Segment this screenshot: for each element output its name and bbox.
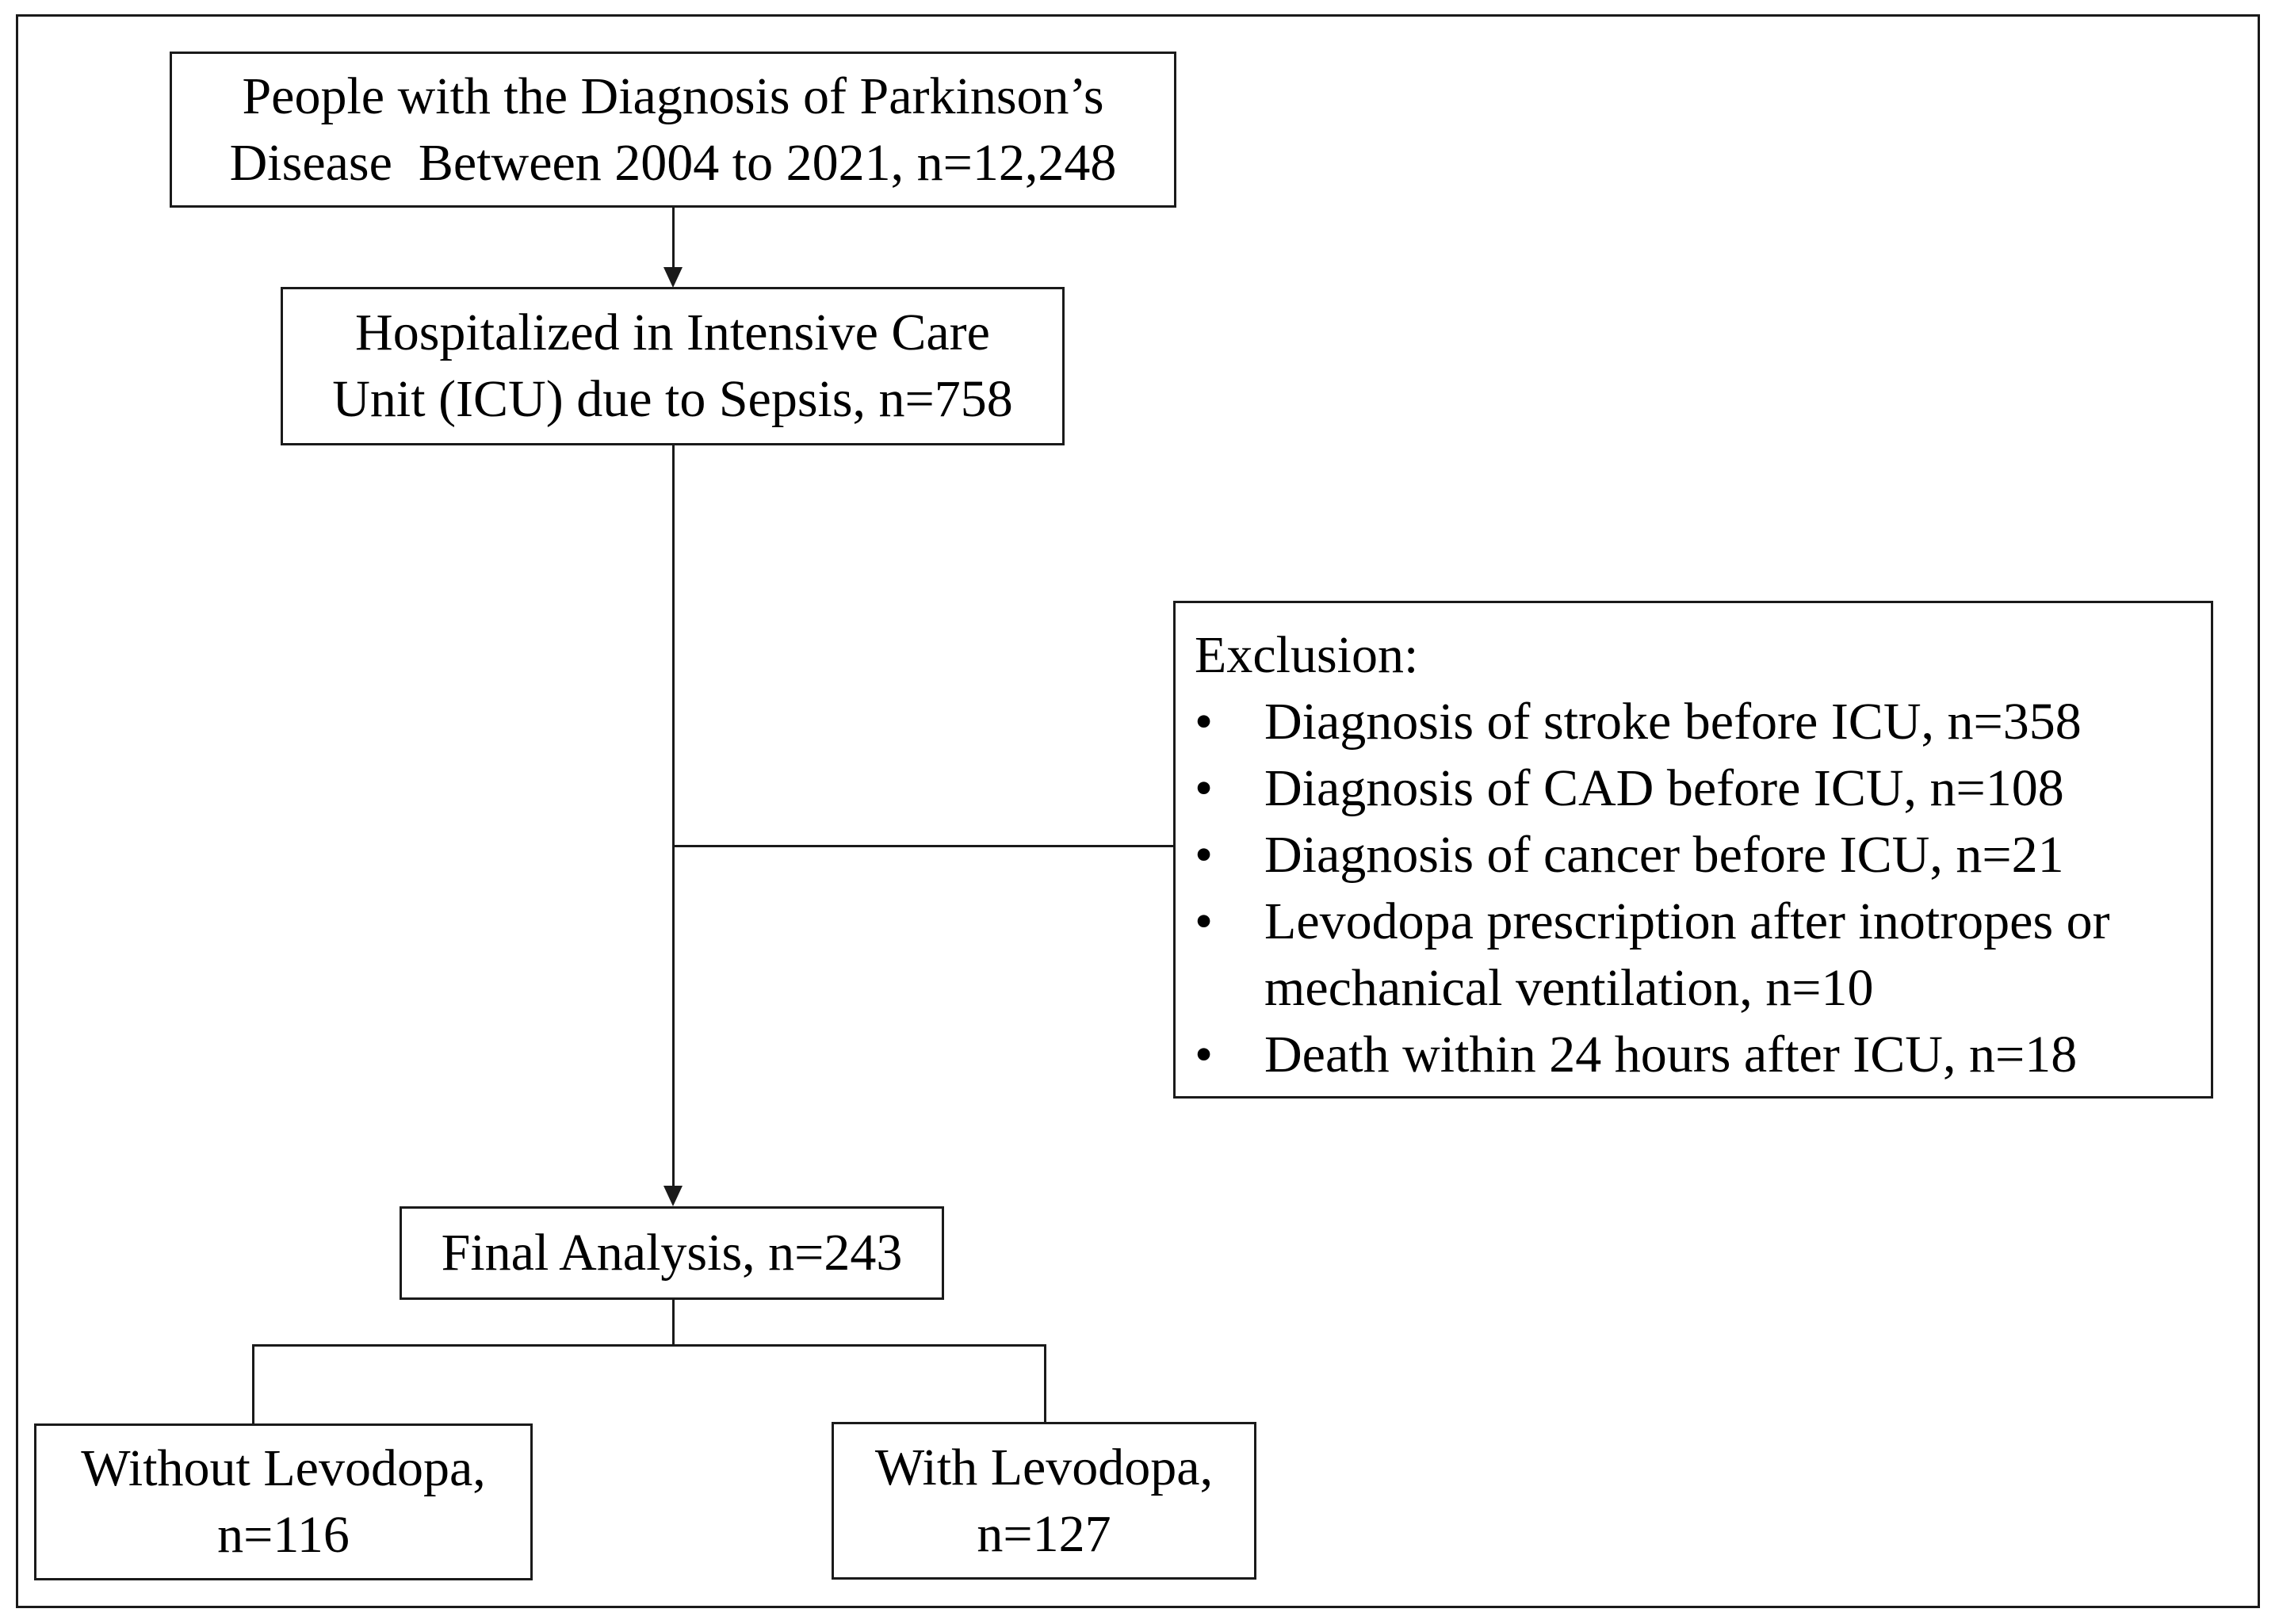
exclusion-item-text: Death within 24 hours after ICU, n=18 xyxy=(1264,1026,2078,1083)
exclusion-item: • Diagnosis of stroke before ICU, n=358 xyxy=(1195,689,2211,755)
exclusion-item: • Diagnosis of CAD before ICU, n=108 xyxy=(1195,755,2211,822)
connector-to-with xyxy=(1044,1344,1046,1422)
arrow-to-icu-box xyxy=(663,267,683,288)
exclusion-item-text: Diagnosis of cancer before ICU, n=21 xyxy=(1264,826,2064,884)
exclusion-item-text: Diagnosis of CAD before ICU, n=108 xyxy=(1264,759,2064,817)
with-levodopa-line-2: n=127 xyxy=(977,1504,1111,1563)
without-levodopa-line-2: n=116 xyxy=(217,1506,350,1564)
exclusion-item-text-continued: mechanical ventilation, n=10 xyxy=(1264,959,1874,1017)
final-analysis-label: Final Analysis, n=243 xyxy=(441,1224,903,1282)
without-levodopa-box: Without Levodopa, n=116 xyxy=(34,1423,533,1580)
exclusion-box: Exclusion: • Diagnosis of stroke before … xyxy=(1173,601,2213,1099)
connector-final-split xyxy=(672,1300,675,1346)
exclusion-item: • Diagnosis of cancer before ICU, n=21 xyxy=(1195,822,2211,888)
with-levodopa-box: With Levodopa, n=127 xyxy=(832,1422,1256,1580)
exclusion-item: • Death within 24 hours after ICU, n=18 xyxy=(1195,1022,2211,1088)
population-line-2: Disease Between 2004 to 2021, n=12,248 xyxy=(229,133,1117,192)
connector-to-without xyxy=(252,1344,254,1423)
bullet-icon: • xyxy=(1195,759,1214,817)
connector-split-horizontal xyxy=(252,1344,1046,1347)
exclusion-list: • Diagnosis of stroke before ICU, n=358 … xyxy=(1195,689,2211,1088)
bullet-icon: • xyxy=(1195,693,1214,751)
arrow-to-final-box xyxy=(663,1186,683,1206)
exclusion-item: • Levodopa prescription after inotropes … xyxy=(1195,888,2211,1022)
exclusion-title: Exclusion: xyxy=(1195,626,1419,684)
icu-box: Hospitalized in Intensive Care Unit (ICU… xyxy=(281,287,1065,445)
bullet-icon: • xyxy=(1195,1026,1214,1083)
exclusion-item-text: Diagnosis of stroke before ICU, n=358 xyxy=(1264,693,2082,751)
exclusion-item-text: Levodopa prescription after inotropes or xyxy=(1264,892,2110,950)
population-box: People with the Diagnosis of Parkinson’s… xyxy=(170,52,1176,208)
with-levodopa-line-1: With Levodopa, xyxy=(874,1438,1214,1496)
without-levodopa-line-1: Without Levodopa, xyxy=(81,1439,486,1497)
connector-exclusion-branch xyxy=(672,845,1175,847)
population-line-1: People with the Diagnosis of Parkinson’s xyxy=(242,67,1104,125)
connector-population-icu xyxy=(672,208,675,274)
bullet-icon: • xyxy=(1195,826,1214,884)
connector-icu-final xyxy=(672,445,675,1194)
icu-line-2: Unit (ICU) due to Sepsis, n=758 xyxy=(332,370,1013,428)
final-analysis-box: Final Analysis, n=243 xyxy=(400,1206,944,1300)
bullet-icon: • xyxy=(1195,892,1214,950)
icu-line-1: Hospitalized in Intensive Care xyxy=(355,304,990,361)
figure-frame xyxy=(16,14,2260,1608)
